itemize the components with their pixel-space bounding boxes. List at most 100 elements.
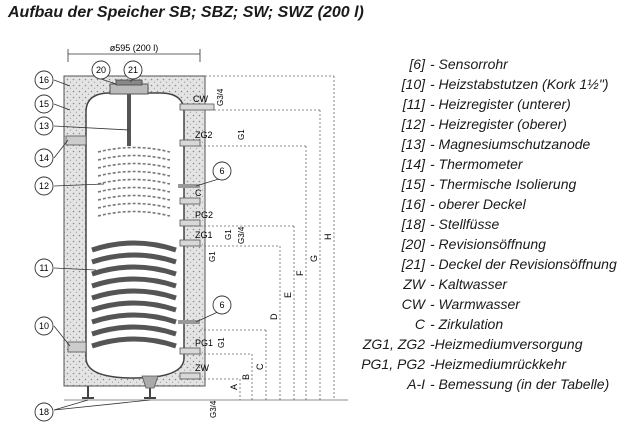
legend-item: [12] - Heizregister (oberer) [368,114,630,134]
legend-text: - Bemessung (in der Tabelle) [430,376,610,392]
dimension-lines [64,75,348,401]
legend-code: [18] [401,216,425,232]
legend-item: C - Zirkulation [368,314,630,334]
legend-code: PG1, PG2 [361,356,425,372]
legend-text: -Heizmediumrückkehr [430,356,567,372]
callout-6-upper: 6 [219,166,224,176]
bottom-outlet [141,375,159,389]
dimension-d: D [269,313,279,320]
callout-15: 15 [39,99,49,109]
page-title: Aufbau der Speicher SB; SBZ; SW; SWZ (20… [8,4,364,21]
legend-code: [14] [401,156,425,172]
thread-size-pg1: G1 [217,337,226,348]
legend-item: ZG1, ZG2 -Heizmediumversorgung [363,334,630,354]
legend-item: [15] - Thermische Isolierung [368,174,630,194]
callout-11: 11 [39,263,48,273]
legend-item: ZW - Kaltwasser [368,274,630,294]
legend-code: ZG1, ZG2 [362,336,425,352]
dimension-c: C [255,363,265,370]
legend-code: [11] [402,96,425,112]
legend-text: - Heizregister (oberer) [430,116,567,132]
callout-14: 14 [39,153,49,163]
callouts [34,60,232,422]
connection-label-pg2: PG2 [195,210,213,220]
thread-size-pg2: G3/4 [237,226,246,244]
thermometer [65,135,87,146]
callout-6-lower: 6 [219,300,224,310]
legend-code: C [414,316,425,332]
legend-code: [12] [401,116,425,132]
legend-code: [15] [401,176,425,192]
legend-text: - Sensorrohr [430,56,508,72]
thread-size-zg1: G1 [224,229,233,240]
legend-item: A-I - Bemessung (in der Tabelle) [368,374,630,394]
legend-text: - Magnesiumschutzanode [430,136,591,152]
legend-text: - Kaltwasser [430,276,508,292]
legend-code: [20] [401,236,425,252]
dimension-a: A [229,384,239,390]
revision-opening [109,83,149,95]
legend-item: [20] - Revisionsöffnung [368,234,630,254]
callout-10: 10 [39,321,49,331]
thread-size-cw: G3/4 [216,88,225,106]
legend-code: [13] [401,136,425,152]
callout-21: 21 [128,65,138,75]
lower-heating-coil [91,240,177,349]
legend-text: - oberer Deckel [430,196,526,212]
legend-code: [16] [401,196,425,212]
legend-text: - Thermometer [430,156,523,172]
legend-item: [11] - Heizregister (unterer) [368,94,630,114]
legend-text: - Revisionsöffnung [430,236,546,252]
legend-text: - Deckel der Revisionsöffnung [430,256,617,272]
legend-code: A-I [407,376,425,392]
connection-label-zw: ZW [195,363,209,373]
callout-20: 20 [96,65,106,75]
legend-text: - Thermische Isolierung [430,176,577,192]
legend-item: PG1, PG2 -Heizmediumrückkehr [361,354,630,374]
legend-item: [21] - Deckel der Revisionsöffnung [368,254,630,274]
thread-size-zg2: G1 [237,129,246,140]
inner-tank [85,92,185,379]
upper-heating-coil [97,146,171,217]
legend-code: CW [401,296,425,312]
dimension-b: B [241,374,251,380]
legend: [6] - Sensorrohr [10] - Heizstabstutzen (K… [361,54,630,394]
revision-lid [115,79,143,86]
legend-item: [14] - Thermometer [368,154,630,174]
legend-code: ZW [403,276,425,292]
connection-label-cw: CW [193,94,208,104]
connection-label-c: C [195,188,202,198]
legend-item: [10] - Heizstabstutzen (Kork 1½") [368,74,630,94]
sensor-tube-lower [178,320,200,324]
thread-size-bottom: G3/4 [209,400,218,418]
legend-code: [6] [409,56,425,72]
tank-diagram: ø595 (200 l) [34,43,348,422]
legend-item: CW - Warmwasser [368,294,630,314]
legend-item: [13] - Magnesiumschutzanode [368,134,630,154]
legend-text: - Heizregister (unterer) [430,96,571,112]
dimension-e: E [283,292,293,298]
callout-13: 13 [39,121,49,131]
legend-item: [18] - Stellfüsse [368,214,630,234]
diameter-label: ø595 (200 l) [110,43,159,53]
legend-item: [16] - oberer Deckel [368,194,630,214]
legend-text: - Zirkulation [430,316,504,332]
thread-size-lower: G1 [208,251,217,262]
legend-code: [21] [401,256,425,272]
callout-16: 16 [39,75,49,85]
connection-label-zg2: ZG2 [195,130,213,140]
legend-text: - Stellfüsse [430,216,500,232]
connection-label-pg1: PG1 [195,338,213,348]
callout-18: 18 [39,407,49,417]
dimension-g: G [309,255,319,262]
legend-text: - Heizstabstutzen (Kork 1½") [430,76,609,92]
sensor-tube-upper [178,184,200,188]
legend-text: -Heizmediumversorgung [430,336,583,352]
callout-12: 12 [39,181,49,191]
legend-text: - Warmwasser [430,296,520,312]
dimension-f: F [295,270,305,276]
legend-item: [6] - Sensorrohr [368,54,630,74]
legend-code: [10] [401,76,425,92]
connection-label-zg1: ZG1 [195,230,213,240]
heater-socket [67,341,87,353]
